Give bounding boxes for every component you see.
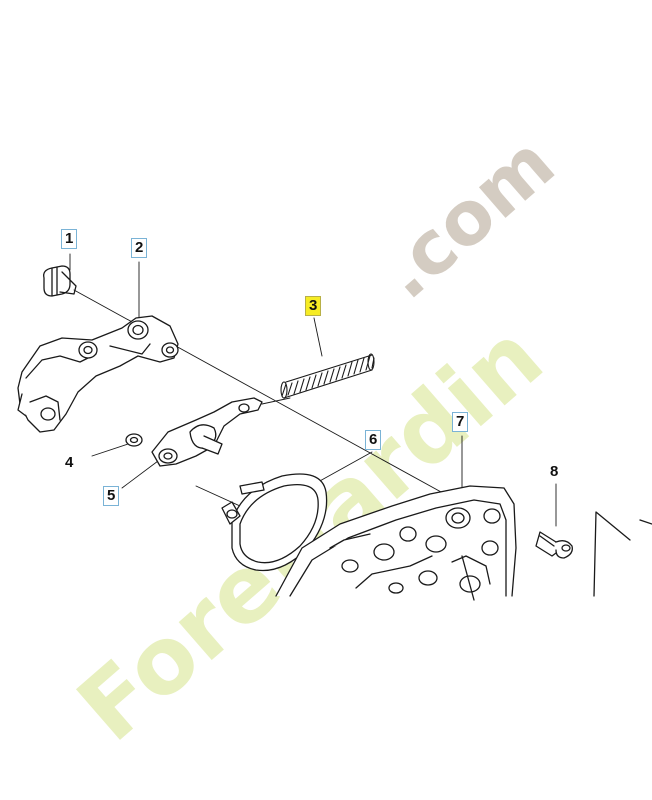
part-2-bracket	[17, 315, 179, 433]
callout-3: 3	[305, 296, 322, 316]
part-7-clutch-cover	[275, 485, 517, 601]
callout-6: 6	[365, 430, 382, 450]
callout-1: 1	[61, 229, 78, 249]
part-4-washer	[125, 433, 143, 447]
callout-4: 4	[65, 454, 74, 471]
part-5-link-lever	[151, 397, 263, 467]
part-1-screw	[43, 265, 77, 297]
part-8-screw	[535, 531, 573, 559]
callout-8: 8	[550, 463, 559, 480]
adjacent-part-edge	[593, 511, 652, 597]
callout-5: 5	[103, 486, 120, 506]
part-6-brake-band	[221, 473, 328, 572]
part-3-spring	[280, 353, 375, 399]
callout-7: 7	[452, 412, 469, 432]
callout-2: 2	[131, 238, 148, 258]
